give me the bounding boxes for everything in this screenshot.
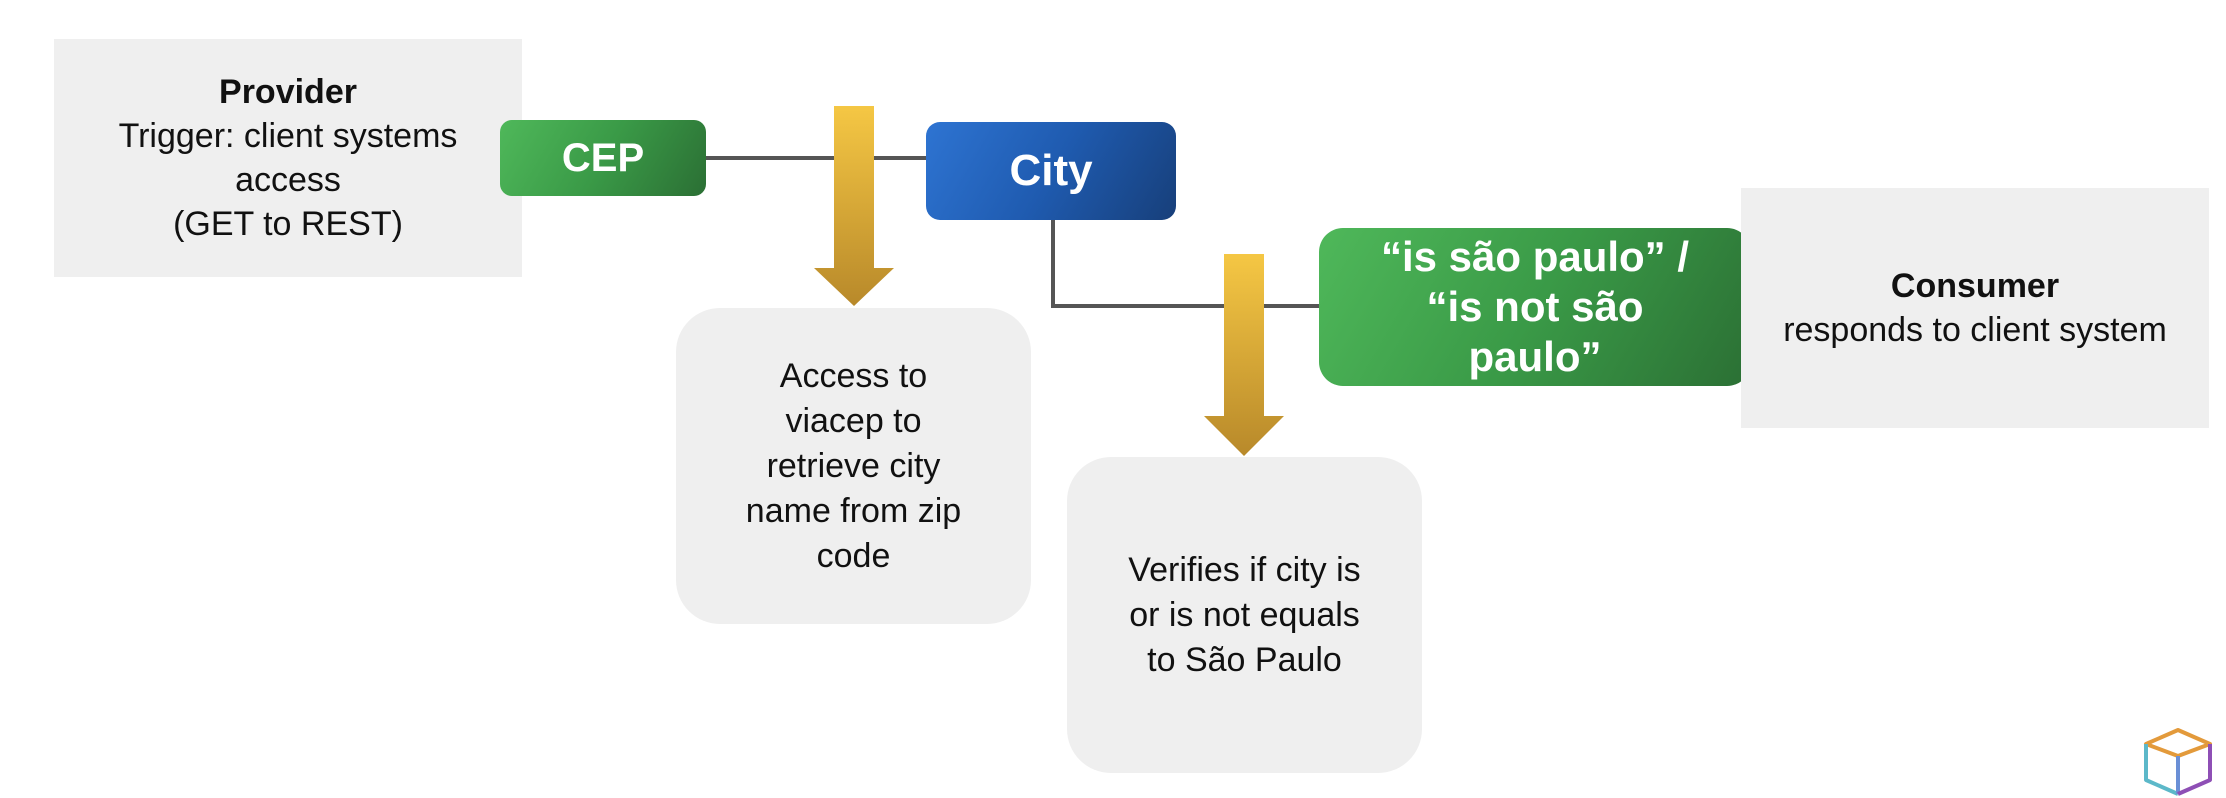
- verify-line-1: Verifies if city is: [1128, 550, 1361, 589]
- result-line-3: paulo”: [1468, 333, 1602, 380]
- viacep-line-4: name from zip: [745, 491, 962, 530]
- down-arrow-verify: [1204, 254, 1284, 456]
- provider-line-3: (GET to REST): [173, 205, 403, 243]
- verify-step-box: Verifies if city is or is not equals to …: [1067, 457, 1422, 773]
- viacep-step-box: Access to viacep to retrieve city name f…: [676, 308, 1031, 624]
- cep-label: CEP: [561, 135, 645, 180]
- result-chip: “is são paulo” / “is not são paulo”: [1319, 228, 1751, 386]
- viacep-line-5: code: [816, 536, 891, 575]
- viacep-line-1: Access to: [779, 356, 928, 395]
- verify-line-2: or is not equals: [1129, 595, 1360, 634]
- down-arrow-viacep: [814, 106, 894, 306]
- provider-title: Provider: [219, 73, 357, 111]
- provider-line-1: Trigger: client systems: [118, 117, 458, 155]
- result-line-2: “is not são: [1426, 283, 1644, 330]
- result-line-1: “is são paulo” /: [1380, 233, 1690, 280]
- city-label: City: [1009, 146, 1093, 195]
- cep-chip: CEP: [500, 120, 706, 196]
- provider-line-2: access: [235, 161, 341, 199]
- connector-city-result: [1051, 220, 1320, 308]
- viacep-line-3: retrieve city: [766, 446, 941, 485]
- viacep-line-2: viacep to: [785, 401, 922, 440]
- cube-logo-icon: [2144, 728, 2212, 796]
- consumer-box: Consumer responds to client system: [1741, 188, 2209, 428]
- consumer-line-1: responds to client system: [1783, 311, 2167, 349]
- verify-line-3: to São Paulo: [1147, 640, 1342, 679]
- consumer-title: Consumer: [1890, 267, 2060, 305]
- provider-box: Provider Trigger: client systems access …: [54, 39, 522, 277]
- city-chip: City: [926, 122, 1176, 220]
